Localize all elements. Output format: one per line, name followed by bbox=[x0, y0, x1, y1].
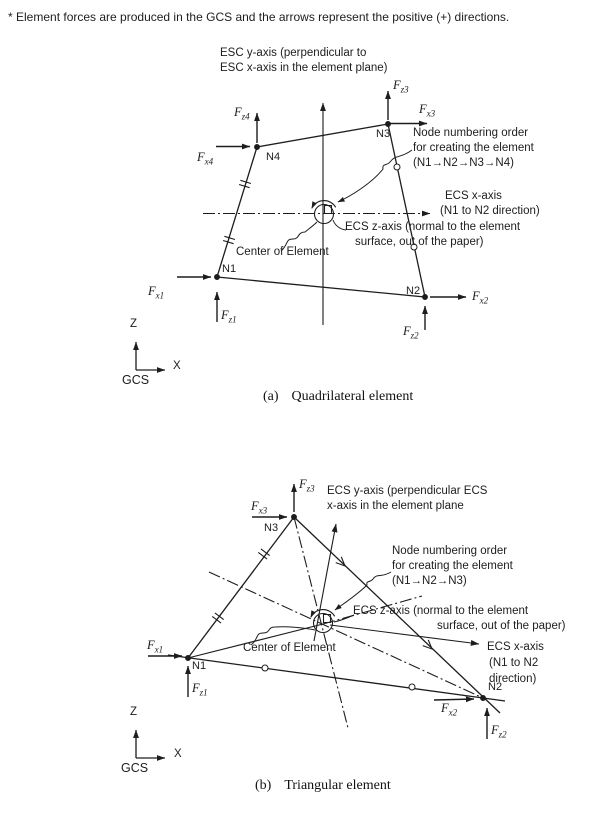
figure-note: * Element forces are produced in the GCS… bbox=[8, 10, 510, 24]
force-label-fx1: Fx1 bbox=[147, 638, 164, 655]
tri-node-label-n1: N1 bbox=[192, 660, 207, 672]
force-label-fx3: Fx3 bbox=[419, 102, 436, 119]
tri-median-n1-solid bbox=[188, 624, 323, 658]
tri-edge-n1n3 bbox=[188, 517, 294, 658]
tri-node-numbering-leader bbox=[334, 572, 391, 610]
tri-median-n2 bbox=[209, 572, 483, 698]
ccw-rotation-arrow-icon bbox=[311, 610, 335, 618]
tri-ecs-x-axis-label-line1: ECS x-axis bbox=[487, 641, 544, 653]
quad-gcs-z-label: Z bbox=[130, 318, 138, 330]
quad-outline bbox=[217, 124, 425, 297]
tri-ecs-z-axis-label-line1: ECS z-axis (normal to the element bbox=[353, 605, 529, 617]
quad-node-n4 bbox=[255, 145, 260, 150]
edge-tick-icon bbox=[239, 180, 251, 187]
quad-node-n3 bbox=[386, 122, 391, 127]
force-label-fz1: Fz1 bbox=[221, 308, 237, 325]
tri-node-n1 bbox=[186, 656, 191, 661]
edge-tick-icon bbox=[223, 236, 235, 243]
quad-ecs-x-axis-label-line1: ECS x-axis bbox=[445, 190, 502, 202]
open-arrowhead-icon bbox=[336, 557, 348, 569]
tri-ecs-y-axis-label: ECS y-axis (perpendicular ECS x-axis in … bbox=[327, 485, 488, 512]
quad-ecs-z-leader bbox=[333, 220, 346, 230]
tri-node-numbering-label: Node numbering order for creating the el… bbox=[392, 545, 513, 587]
force-label-fz4: Fz4 bbox=[234, 105, 250, 122]
tri-edge-n3n2 bbox=[294, 517, 500, 713]
force-label-fz3: Fz3 bbox=[393, 78, 409, 95]
quad-node-label-n4: N4 bbox=[266, 151, 281, 163]
tri-ecs-x-axis-label-line3: direction) bbox=[489, 673, 537, 685]
edge-marker-circle-icon bbox=[262, 665, 268, 671]
quad-gcs-x-label: X bbox=[173, 360, 181, 372]
quad-ecs-z-axis-label-line1: ECS z-axis (normal to the element bbox=[345, 221, 521, 233]
edge-marker-circle-icon bbox=[394, 164, 400, 170]
quad-force-arrows bbox=[177, 90, 467, 330]
quad-node-numbering-label: Node numbering order for creating the el… bbox=[413, 127, 534, 169]
quad-node-label-n1: N1 bbox=[222, 263, 237, 275]
ccw-rotation-arrow-icon bbox=[312, 201, 336, 209]
tri-ecs-y-axis-line bbox=[314, 523, 338, 641]
force-label-fx2: Fx2 bbox=[472, 289, 489, 306]
tri-center-symbol bbox=[311, 610, 335, 633]
tri-node-label-n3: N3 bbox=[264, 522, 279, 534]
force-label-fx4: Fx4 bbox=[197, 150, 214, 167]
quad-node-n2 bbox=[423, 295, 428, 300]
tri-node-n3 bbox=[292, 515, 297, 520]
force-label-fz2: Fz2 bbox=[403, 324, 419, 341]
open-arrowhead-icon bbox=[423, 640, 435, 652]
quad-gcs-axes bbox=[133, 341, 166, 373]
quad-center-symbol bbox=[312, 201, 336, 224]
tri-edge-n1n2 bbox=[168, 655, 505, 701]
tri-node-label-n2: N2 bbox=[488, 681, 503, 693]
tri-ecs-x-axis-label-line2: (N1 to N2 bbox=[489, 657, 539, 669]
quad-ecs-z-axis-label-line2: surface, out of the paper) bbox=[355, 236, 484, 248]
force-label-fx3: Fx3 bbox=[251, 499, 268, 516]
quad-center-label-leader bbox=[281, 222, 317, 251]
tri-gcs-z-label: Z bbox=[130, 706, 138, 718]
quadrilateral-element-figure bbox=[133, 90, 467, 373]
tri-force-arrows bbox=[148, 483, 490, 739]
force-label-fx2: Fx2 bbox=[441, 701, 458, 718]
force-label-fz2: Fz2 bbox=[491, 723, 507, 740]
tri-ecs-x-axis-line bbox=[330, 625, 480, 646]
quad-node-n1 bbox=[215, 275, 220, 280]
edge-marker-circle-icon bbox=[409, 684, 415, 690]
quad-node-label-n2: N2 bbox=[406, 285, 421, 297]
triangular-element-figure bbox=[133, 483, 505, 761]
tri-gcs-axes bbox=[133, 729, 166, 761]
tri-median-n1-dash bbox=[323, 596, 422, 624]
force-label-fx1: Fx1 bbox=[148, 284, 165, 301]
tri-caption: (b)Triangular element bbox=[255, 778, 391, 793]
quad-center-of-element-label: Center of Element bbox=[236, 246, 329, 258]
tri-node-n2 bbox=[481, 696, 486, 701]
force-arrow-fx2-icon bbox=[434, 696, 475, 703]
quad-ecs-x-axis-label-line2: (N1 to N2 direction) bbox=[440, 205, 540, 217]
tri-median-n3 bbox=[294, 517, 348, 728]
quad-esc-y-axis-label: ESC y-axis (perpendicular to ESC x-axis … bbox=[220, 47, 388, 74]
force-label-fz1: Fz1 bbox=[192, 681, 208, 698]
tri-gcs-x-label: X bbox=[174, 748, 182, 760]
tri-center-of-element-label: Center of Element bbox=[243, 642, 336, 654]
edge-tick-icon bbox=[258, 549, 269, 559]
edge-marker-circle-icon bbox=[411, 244, 417, 250]
tri-gcs-name: GCS bbox=[121, 761, 149, 775]
quad-caption: (a)Quadrilateral element bbox=[263, 389, 414, 404]
quad-node-numbering-leader bbox=[337, 150, 412, 202]
edge-tick-icon bbox=[212, 613, 223, 623]
tri-ecs-z-axis-label-line2: surface, out of the paper) bbox=[437, 620, 566, 632]
quad-gcs-name: GCS bbox=[122, 373, 150, 387]
tri-center-label-leader bbox=[251, 627, 315, 645]
quad-node-label-n3: N3 bbox=[376, 128, 391, 140]
tri-ecs-z-leader bbox=[334, 615, 354, 622]
force-label-fz3: Fz3 bbox=[299, 477, 315, 494]
